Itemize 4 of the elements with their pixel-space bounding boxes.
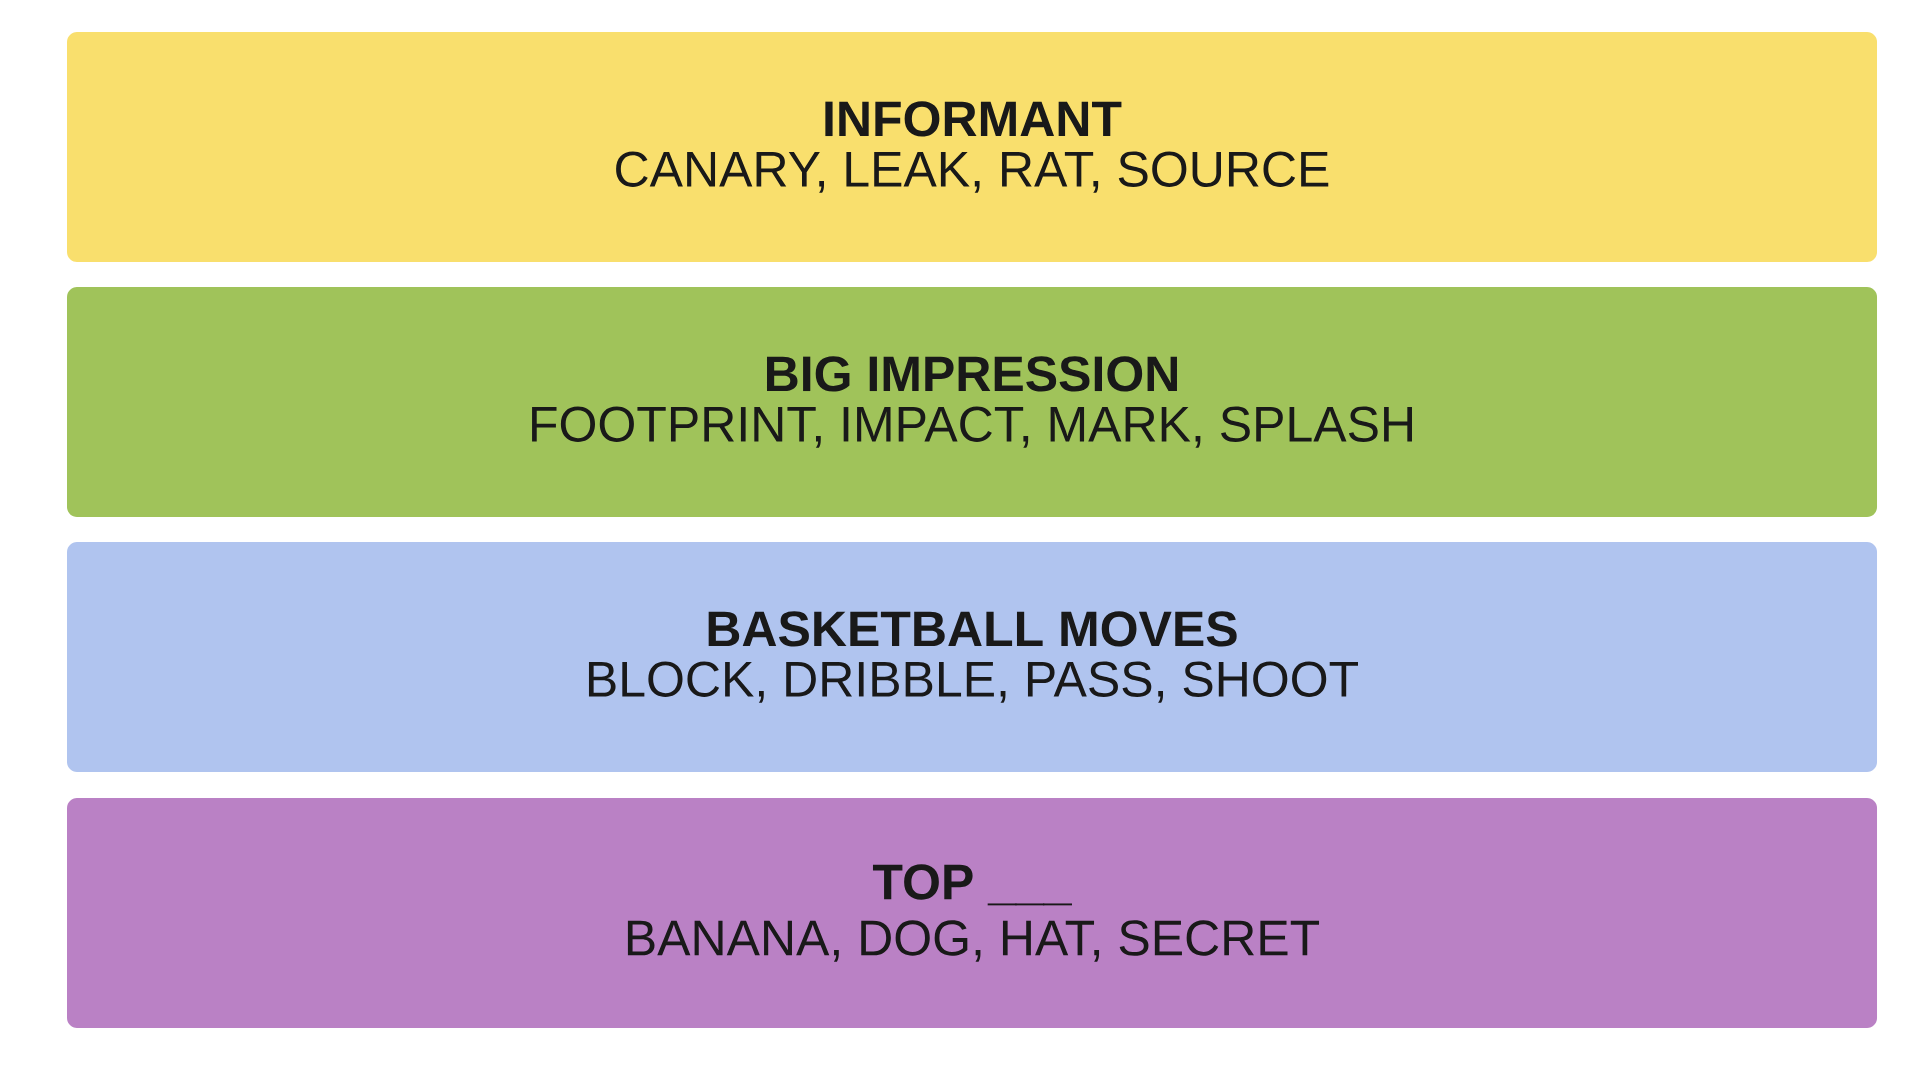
category-box: TOP ___ BANANA, DOG, HAT, SECRET: [67, 798, 1877, 1028]
category-box: BASKETBALL MOVES BLOCK, DRIBBLE, PASS, SHOOT: [67, 542, 1877, 772]
category-box: BIG IMPRESSION FOOTPRINT, IMPACT, MARK, SPLASH: [67, 287, 1877, 517]
category-box: INFORMANT CANARY, LEAK, RAT, SOURCE: [67, 32, 1877, 262]
